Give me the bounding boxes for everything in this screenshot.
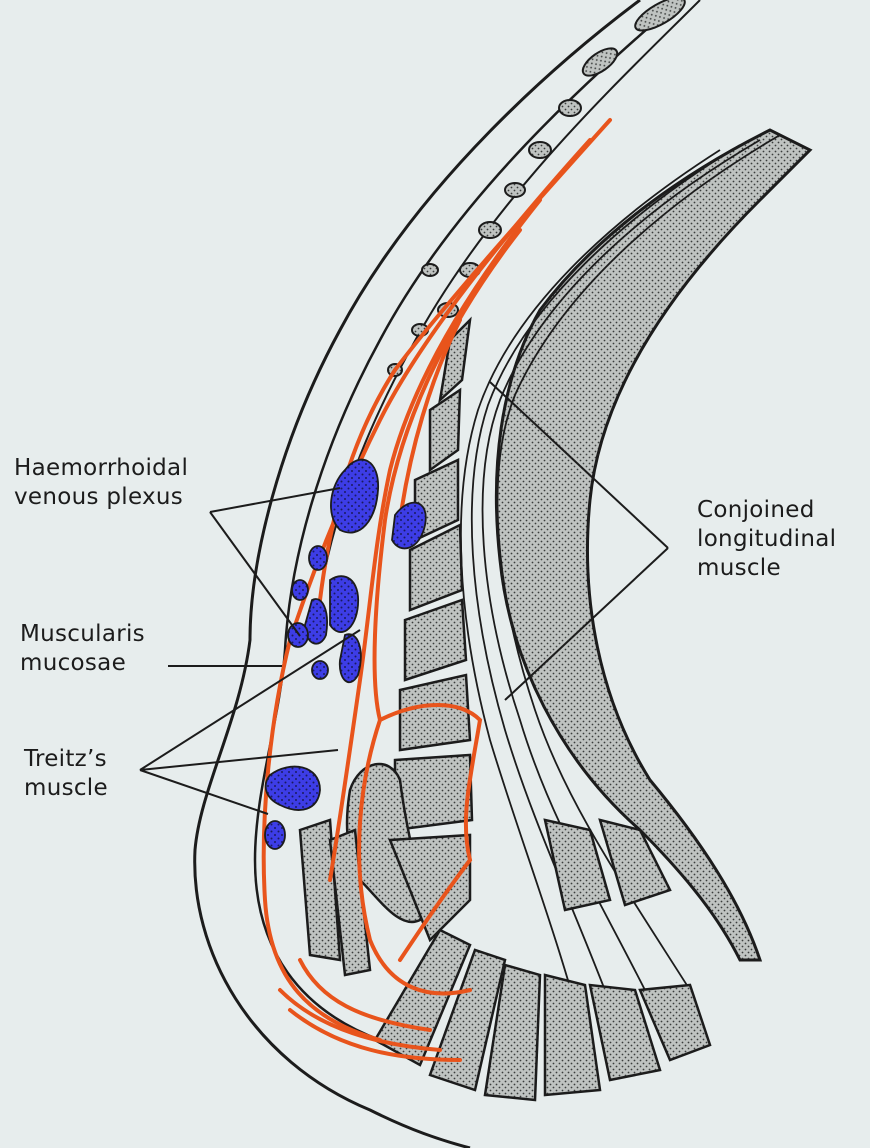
label-line: Conjoined [697, 497, 815, 523]
label-line: Haemorrhoidal [14, 455, 189, 481]
external-sphincter-mass [494, 128, 813, 962]
label-conjoined-longitudinal-muscle: Conjoined longitudinal muscle [697, 496, 836, 583]
label-line: venous plexus [14, 484, 184, 510]
treitz-leader-2 [139, 749, 339, 771]
haem-leader-lower [209, 511, 301, 637]
label-muscularis-mucosae: Muscularis mucosae [20, 620, 145, 678]
mucosal-glands [387, 0, 686, 377]
label-line: longitudinal [697, 526, 837, 552]
treitz-leader-1 [139, 629, 361, 771]
leader-lines [139, 381, 669, 815]
label-line: Treitz’s [24, 746, 107, 772]
label-line: Muscularis [20, 621, 145, 647]
skin-contour [193, 0, 641, 1148]
subcutaneous-sphincter-blocks [298, 818, 712, 1102]
treitz-leader-3 [139, 769, 269, 815]
label-line: mucosae [20, 650, 127, 676]
label-line: muscle [24, 775, 108, 801]
conj-leader-upper [489, 381, 669, 549]
conj-leader-lower [504, 547, 669, 701]
venous-plexus [264, 458, 427, 850]
label-treitz-muscle: Treitz’s muscle [24, 745, 108, 803]
haem-leader-upper [209, 487, 341, 513]
label-haemorrhoidal-venous-plexus: Haemorrhoidal venous plexus [14, 454, 188, 512]
label-line: muscle [697, 555, 781, 581]
